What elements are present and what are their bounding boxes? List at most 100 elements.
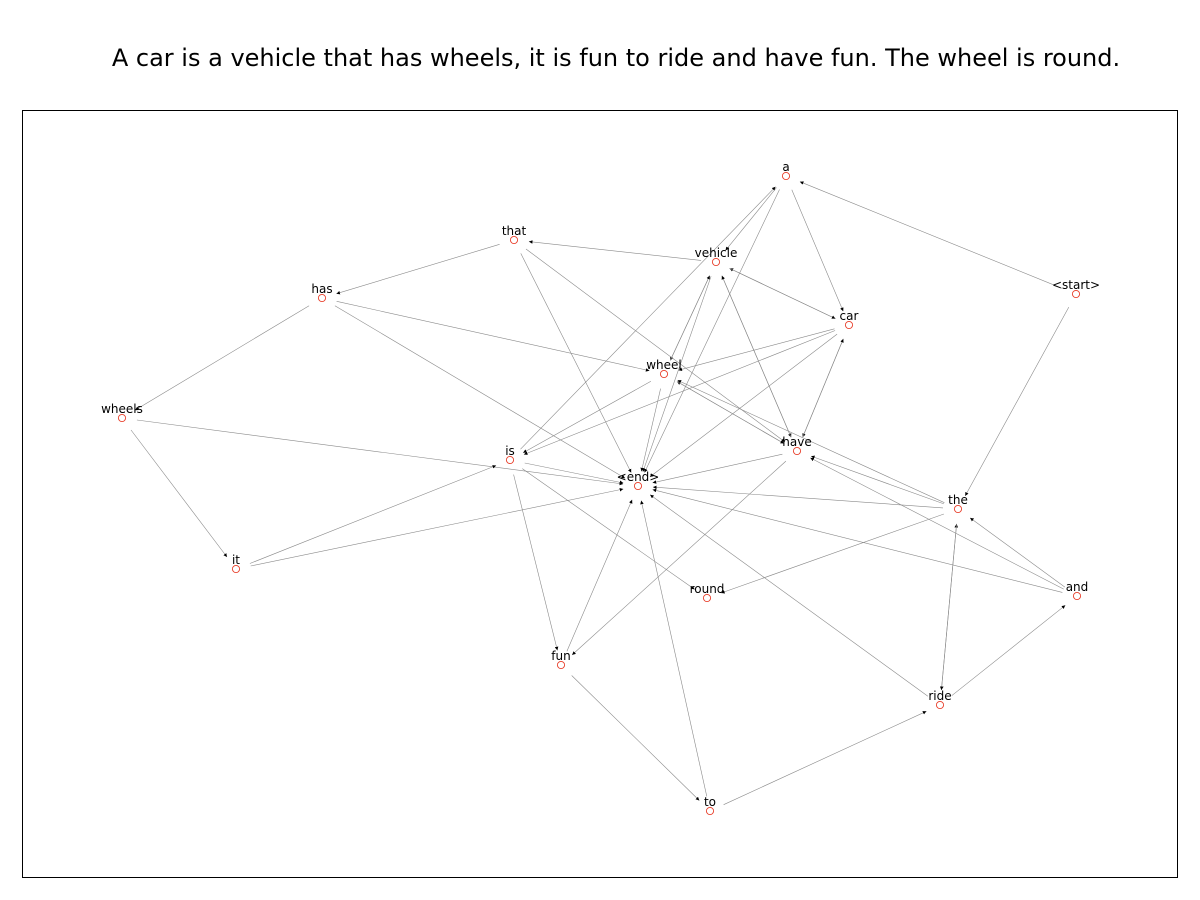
node-to: to (704, 795, 716, 816)
node-label-wheel: wheel (646, 358, 682, 372)
node-wheels: wheels (101, 402, 143, 423)
edge-vehicle-to-that (528, 240, 702, 261)
node-marker-it (231, 564, 241, 574)
edge-the-to-end (652, 485, 944, 509)
edge-wheel-to-end (640, 388, 661, 472)
node-ride: ride (928, 689, 952, 710)
node-label-to: to (704, 795, 716, 809)
node-marker-vehicle (711, 257, 721, 267)
node-marker-ride (935, 700, 945, 710)
node-label-have: have (782, 435, 811, 449)
edge-and-to-end (652, 488, 1063, 593)
edge-fun-to-end (566, 499, 633, 652)
node-and: and (1066, 580, 1089, 601)
node-label-wheels: wheels (101, 402, 143, 416)
edge-wheels-to-end (136, 419, 624, 486)
node-label-vehicle: vehicle (695, 246, 738, 260)
node-marker-that (509, 235, 519, 245)
edge-car-to-is (523, 330, 836, 455)
node-layer: a that vehicle has <start> car wheel wheels have… (101, 160, 1100, 816)
edge-have-to-car (802, 338, 844, 438)
edge-the-to-wheel (677, 380, 945, 503)
edge-is-to-end (524, 462, 624, 485)
node-a: a (781, 160, 791, 181)
edge-to-to-end (640, 500, 708, 797)
node-marker-and (1072, 591, 1082, 601)
node-marker-to (705, 806, 715, 816)
edge-wheel-to-vehicle (670, 275, 710, 361)
node-marker-start (1071, 289, 1081, 299)
edge-has-to-end (334, 305, 626, 479)
edge-a-to-vehicle (725, 187, 777, 251)
edge-the-to-have (810, 455, 945, 505)
edge-ride-to-and (951, 605, 1066, 696)
node-label-car: car (840, 309, 859, 323)
edge-and-to-the (969, 517, 1066, 588)
edge-layer (130, 181, 1070, 805)
node-marker-wheel (659, 369, 669, 379)
edge-has-to-wheel (336, 301, 650, 372)
edge-a-to-end (644, 189, 780, 473)
node-marker-have (792, 446, 802, 456)
edge-has-to-wheels (134, 305, 310, 411)
edge-start-to-a (799, 181, 1063, 289)
edge-wheels-to-it (130, 429, 228, 558)
node-is: is (505, 444, 515, 465)
edge-vehicle-to-end (642, 276, 712, 472)
node-marker-car (844, 320, 854, 330)
node-label-round: round (690, 582, 725, 596)
node-end: <end> (617, 470, 660, 491)
edge-that-to-have (525, 248, 786, 443)
node-label-fun: fun (551, 649, 570, 663)
edge-wheel-to-have (676, 381, 785, 444)
edge-it-to-end (250, 487, 624, 567)
node-label-and: and (1066, 580, 1089, 594)
edge-car-to-end (649, 333, 838, 478)
node-label-end: <end> (617, 470, 660, 484)
edge-the-to-ride (939, 523, 957, 691)
edge-have-to-fun (571, 460, 787, 656)
node-start: <start> (1052, 278, 1100, 299)
edge-it-to-is (249, 465, 497, 564)
node-car: car (840, 309, 859, 330)
edge-have-to-end (652, 453, 783, 484)
node-marker-end (633, 481, 643, 491)
node-marker-round (702, 593, 712, 603)
node-marker-the (953, 504, 963, 514)
edge-a-to-car (791, 189, 844, 312)
node-fun: fun (551, 649, 571, 670)
node-marker-has (317, 293, 327, 303)
edge-and-to-have (810, 457, 1064, 590)
edge-that-to-end (520, 253, 632, 473)
node-it: it (231, 553, 241, 574)
node-the: the (948, 493, 968, 514)
node-have: have (782, 435, 812, 456)
node-label-ride: ride (928, 689, 951, 703)
node-label-is: is (505, 444, 515, 458)
node-label-has: has (311, 282, 332, 296)
sentence-title: A car is a vehicle that has wheels, it i… (111, 44, 1121, 72)
node-label-it: it (232, 553, 240, 567)
node-wheel: wheel (646, 358, 682, 379)
edge-have-to-vehicle (721, 275, 792, 438)
edge-vehicle-to-car (729, 268, 836, 319)
node-label-that: that (502, 224, 527, 238)
edge-is-to-fun (513, 474, 559, 651)
node-marker-fun (556, 660, 566, 670)
node-label-start: <start> (1052, 278, 1100, 292)
edge-to-to-ride (723, 711, 927, 805)
node-label-the: the (948, 493, 968, 507)
node-vehicle: vehicle (695, 246, 738, 267)
edge-that-to-has (336, 244, 500, 295)
edge-start-to-the (964, 306, 1070, 497)
edge-car-to-wheel (678, 328, 835, 372)
edge-wheel-to-is (522, 381, 652, 453)
node-round: round (690, 582, 725, 603)
edge-fun-to-to (571, 675, 700, 801)
edge-the-to-round (720, 513, 945, 594)
node-marker-is (505, 455, 515, 465)
node-label-a: a (782, 160, 789, 174)
edge-ride-to-end (649, 494, 929, 697)
graph-frame (22, 110, 1178, 878)
node-that: that (502, 224, 527, 245)
